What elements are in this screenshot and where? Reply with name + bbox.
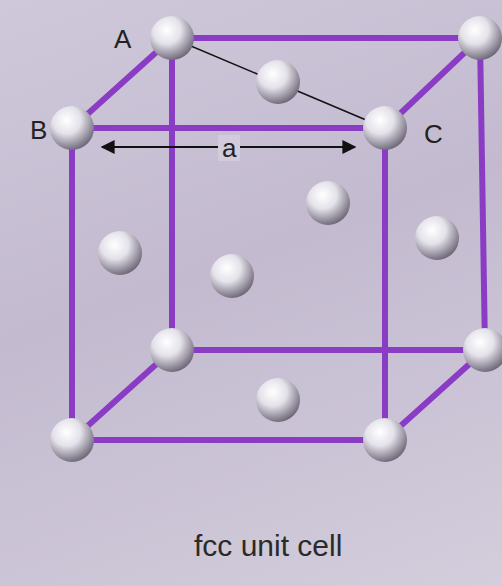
corner-label: B: [30, 117, 47, 143]
dimension-label: a: [218, 135, 240, 161]
corner-label: A: [114, 26, 131, 52]
face-diagonal: [172, 38, 385, 128]
atoms: [50, 16, 502, 462]
caption: fcc unit cell: [194, 531, 342, 561]
corner-label: C: [424, 121, 443, 147]
cube-edges: [72, 38, 485, 440]
